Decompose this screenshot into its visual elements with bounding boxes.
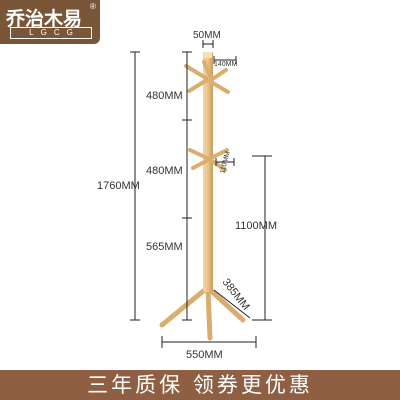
promo-banner: 三年质保 领券更优惠 <box>0 370 400 400</box>
rack-pole <box>203 52 213 292</box>
base-width-label: 550MM <box>186 349 223 361</box>
brand-logo: 乔治木易 ® LGCG <box>0 0 100 44</box>
upper-hooks <box>184 60 230 94</box>
lower-hooks <box>188 148 229 172</box>
top-width-label: 50MM <box>193 30 221 41</box>
segment-3-label: 565MM <box>146 241 183 253</box>
segment-1-label: 480MM <box>146 90 183 102</box>
coat-rack-diagram: 50MM 140MM 480MM 480MM 110MM 1760MM 565M… <box>97 30 277 361</box>
upper-hook-length-label: 140MM <box>214 61 238 68</box>
hook-height-label: 1100MM <box>235 220 277 232</box>
brand-name: 乔治木易 <box>6 9 83 30</box>
segment-2-label: 480MM <box>146 165 183 177</box>
dimension-lines <box>130 40 272 348</box>
total-height-label: 1760MM <box>97 180 140 192</box>
registered-mark: ® <box>90 2 96 11</box>
brand-latin-name: LGCG <box>10 27 92 39</box>
promo-banner-text: 三年质保 领券更优惠 <box>87 373 313 397</box>
coat-rack <box>159 52 246 341</box>
rack-legs <box>159 285 246 341</box>
